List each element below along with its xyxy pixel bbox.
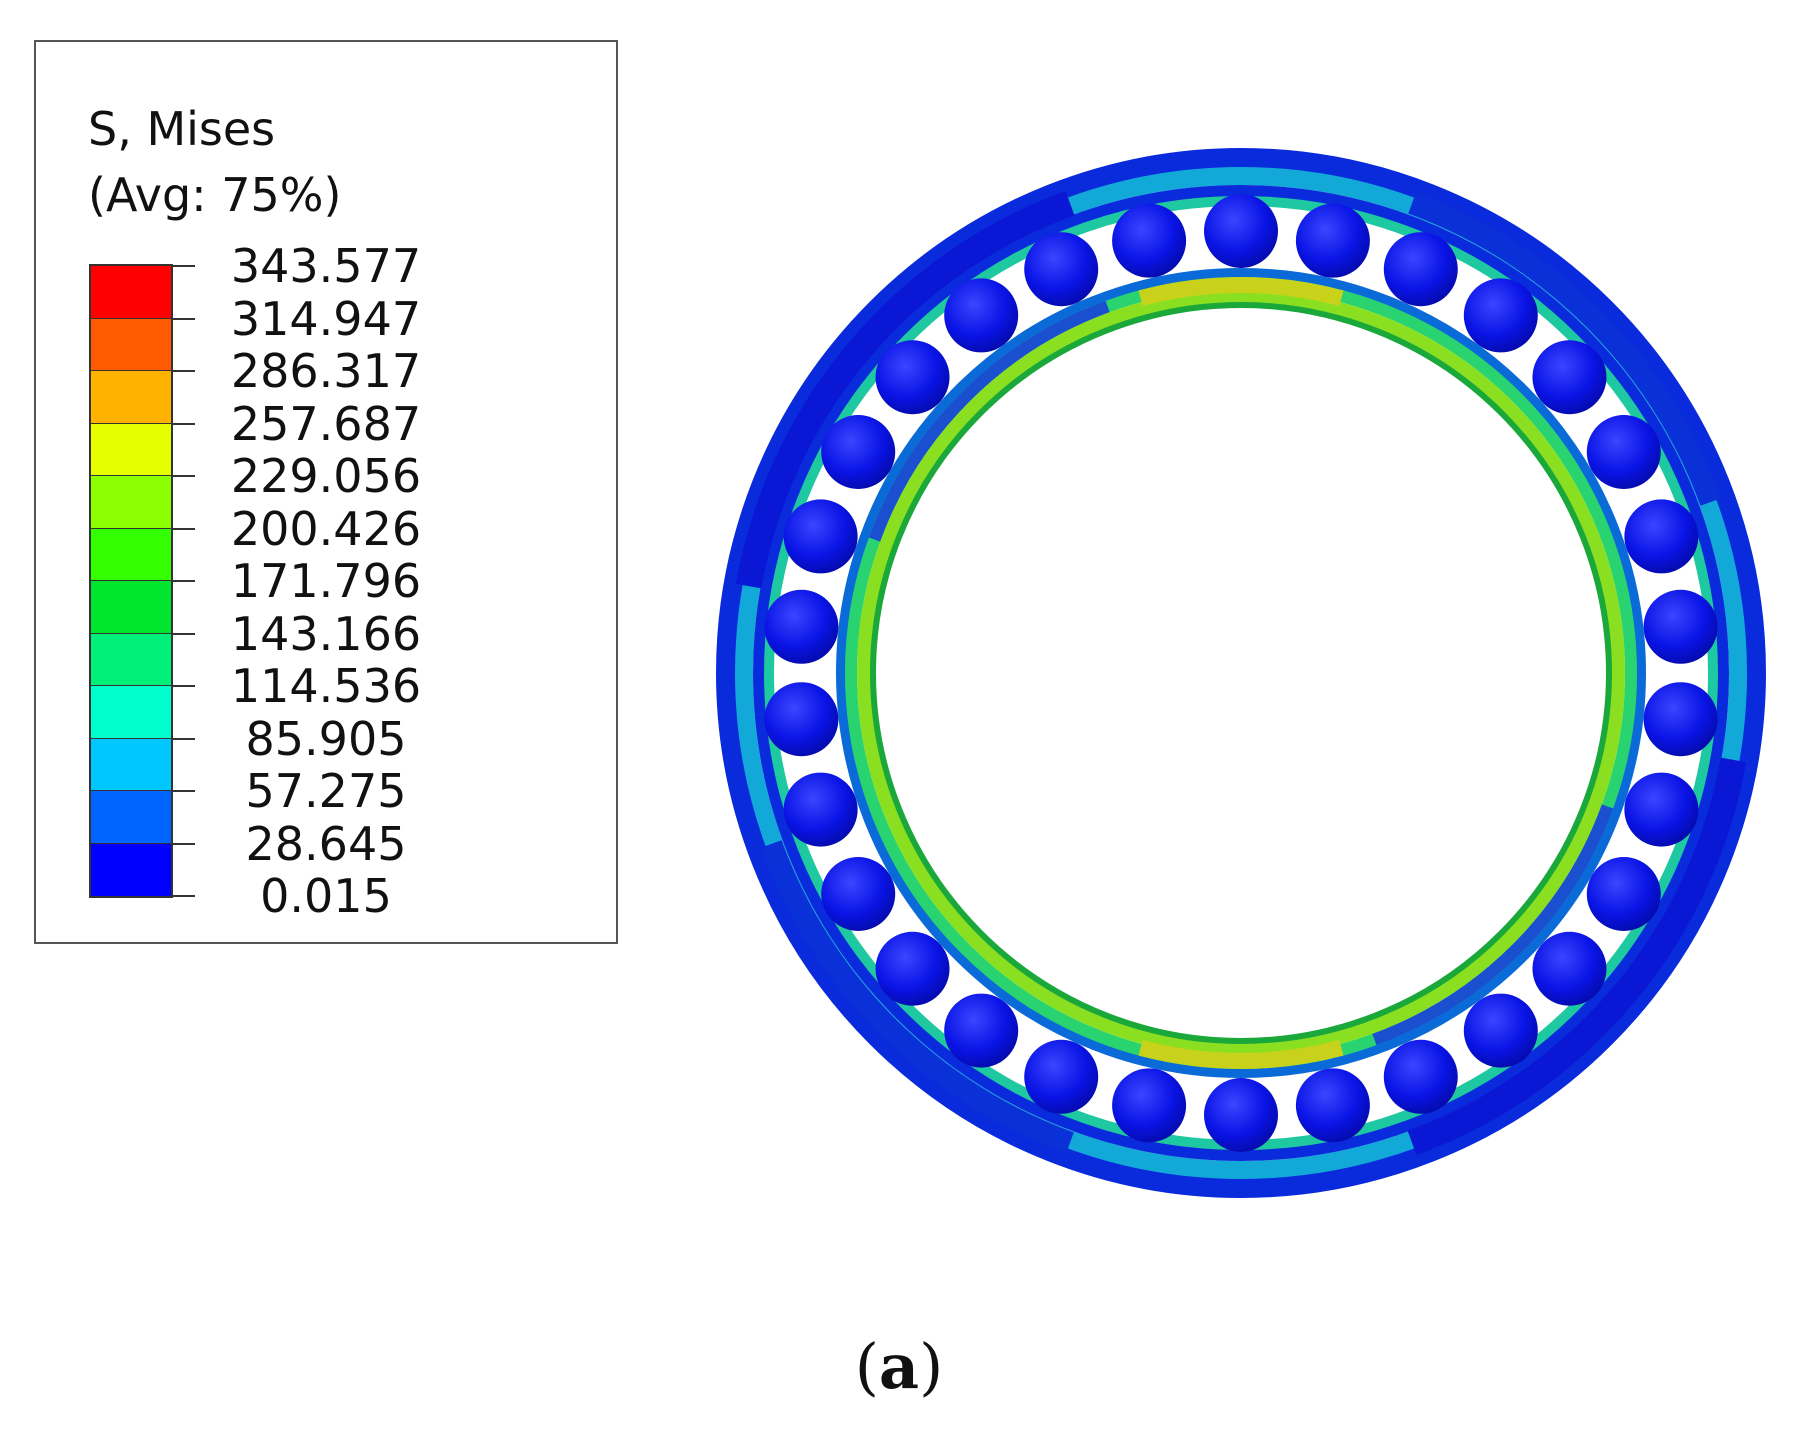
scale-tick xyxy=(171,895,195,897)
color-band xyxy=(91,528,171,581)
rolling-ball xyxy=(1643,589,1718,664)
scale-tick-label: 229.056 xyxy=(230,449,422,503)
rolling-ball xyxy=(944,278,1019,353)
rolling-ball xyxy=(764,589,839,664)
caption-open: ( xyxy=(854,1330,879,1403)
rolling-ball xyxy=(1586,415,1661,489)
rolling-ball xyxy=(1463,993,1538,1068)
scale-tick-label: 0.015 xyxy=(260,869,392,923)
scale-tick xyxy=(171,475,195,477)
inner-ring-low-stress-zone xyxy=(868,300,1110,542)
scale-tick-label: 57.275 xyxy=(245,764,407,818)
rolling-ball xyxy=(783,499,858,574)
rolling-ball xyxy=(1204,1078,1278,1152)
caption-letter: a xyxy=(878,1330,920,1403)
inner-ring-peak-stress-zone xyxy=(1138,1040,1344,1069)
inner-ring-outer-edge xyxy=(836,268,1646,1078)
color-scale-bar xyxy=(89,264,173,898)
scale-tick xyxy=(171,317,195,320)
rolling-ball xyxy=(1204,194,1278,268)
scale-tick xyxy=(171,737,195,740)
rolling-ball xyxy=(1295,203,1370,278)
outer-ring-low-stress-zone xyxy=(735,190,1075,589)
rolling-ball xyxy=(1624,499,1699,574)
bearing-model xyxy=(716,148,1766,1198)
rolling-ball xyxy=(1532,931,1607,1006)
rolling-ball xyxy=(1112,203,1187,278)
scale-tick xyxy=(171,632,195,635)
scale-tick-label: 343.577 xyxy=(230,239,422,293)
legend-subtitle: (Avg: 75%) xyxy=(88,168,342,222)
outer-ring-body xyxy=(753,185,1729,1161)
rolling-ball xyxy=(821,857,896,931)
scale-tick-label: 314.947 xyxy=(230,291,422,346)
rolling-ball xyxy=(1383,232,1458,307)
color-band xyxy=(91,791,171,844)
inner-ring-body xyxy=(857,289,1625,1057)
color-band xyxy=(91,581,171,634)
color-band xyxy=(91,423,171,476)
color-band xyxy=(91,318,171,371)
rolling-ball xyxy=(944,993,1019,1068)
rolling-ball xyxy=(875,931,950,1006)
figure-caption: (a) xyxy=(0,1330,1798,1403)
scale-tick-label: 28.645 xyxy=(245,816,407,871)
outer-ring-low-stress-zone xyxy=(760,840,1074,1154)
rolling-ball xyxy=(875,340,950,415)
scale-tick xyxy=(171,370,195,372)
rolling-ball xyxy=(1586,857,1661,931)
rolling-ball xyxy=(1112,1068,1187,1143)
legend-title: S, Mises xyxy=(88,102,276,156)
scale-tick xyxy=(171,842,195,845)
caption-close: ) xyxy=(919,1330,944,1403)
rolling-ball xyxy=(1383,1039,1458,1114)
rolling-ball xyxy=(1624,772,1699,847)
scale-tick xyxy=(171,685,195,687)
color-band xyxy=(91,686,171,739)
scale-tick-label: 143.166 xyxy=(230,606,422,661)
color-band xyxy=(91,843,171,896)
scale-tick-label: 286.317 xyxy=(230,344,422,398)
scale-tick-label: 171.796 xyxy=(230,554,422,608)
rolling-ball xyxy=(1532,340,1607,415)
color-band xyxy=(91,633,171,686)
scale-tick xyxy=(171,790,195,792)
scale-tick-label: 85.905 xyxy=(245,711,407,766)
inner-ring-low-stress-zone xyxy=(1372,804,1614,1046)
scale-tick-label: 257.687 xyxy=(230,396,422,451)
outer-ring-outer-edge xyxy=(716,148,1766,1198)
scale-tick xyxy=(171,422,195,425)
rolling-ball xyxy=(1024,232,1099,307)
outer-ring-middle xyxy=(735,167,1747,1179)
scale-tick-label: 200.426 xyxy=(230,501,422,556)
color-band xyxy=(91,371,171,424)
rolling-ball xyxy=(821,415,896,489)
color-band xyxy=(91,266,171,319)
inner-ring-peak-stress-zone xyxy=(1138,277,1344,306)
outer-ring-low-stress-zone xyxy=(1408,192,1722,506)
scale-tick xyxy=(171,527,195,530)
rolling-ball xyxy=(783,772,858,847)
rolling-ball xyxy=(764,682,839,757)
rolling-ball xyxy=(1463,278,1538,353)
color-band xyxy=(91,476,171,529)
rolling-ball xyxy=(1643,682,1718,757)
scale-tick xyxy=(171,265,195,267)
outer-ring-low-stress-zone xyxy=(1407,757,1747,1156)
scale-tick-label: 114.536 xyxy=(230,659,422,713)
inner-ring-bore-edge xyxy=(870,302,1612,1044)
color-band xyxy=(91,738,171,791)
scale-tick xyxy=(171,580,195,582)
rolling-ball xyxy=(1024,1039,1099,1114)
rolling-ball xyxy=(1295,1068,1370,1143)
